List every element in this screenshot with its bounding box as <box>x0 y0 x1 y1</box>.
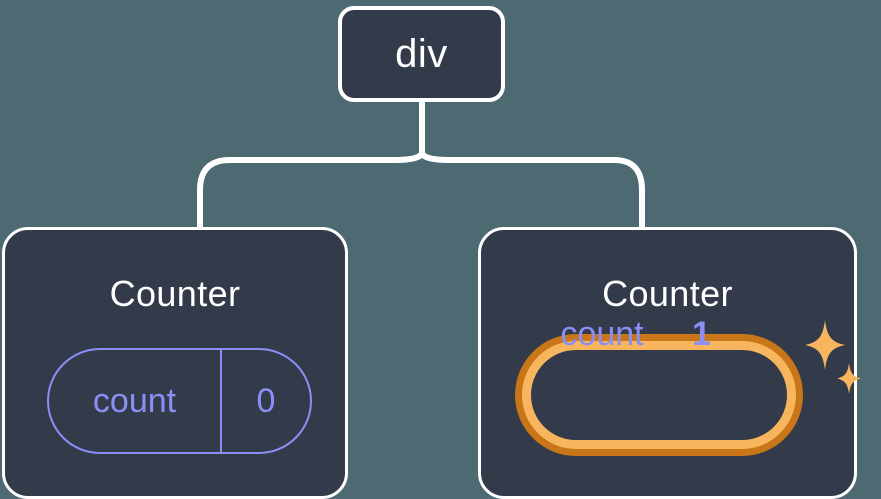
state-key-label: count <box>92 382 177 420</box>
state-pill-body: count 0 <box>47 348 312 454</box>
component-card-counter-right[interactable]: Counter count 1 <box>478 227 861 499</box>
component-title: Counter <box>109 273 241 314</box>
component-title: Counter <box>602 273 733 314</box>
sparkles-icon <box>805 320 861 394</box>
connector-branch-bar <box>197 149 645 230</box>
node-div[interactable]: div <box>338 6 505 102</box>
component-card-counter-left[interactable]: Counter count 0 <box>2 227 348 499</box>
state-pill-count-0[interactable]: count 0 <box>47 348 312 454</box>
state-value-label: 0 <box>220 350 310 452</box>
highlight-ring-inner <box>522 341 796 449</box>
state-pill-count-1[interactable]: count 1 <box>515 317 803 456</box>
highlight-ring-outer <box>515 334 803 456</box>
node-div-label: div <box>395 32 448 76</box>
